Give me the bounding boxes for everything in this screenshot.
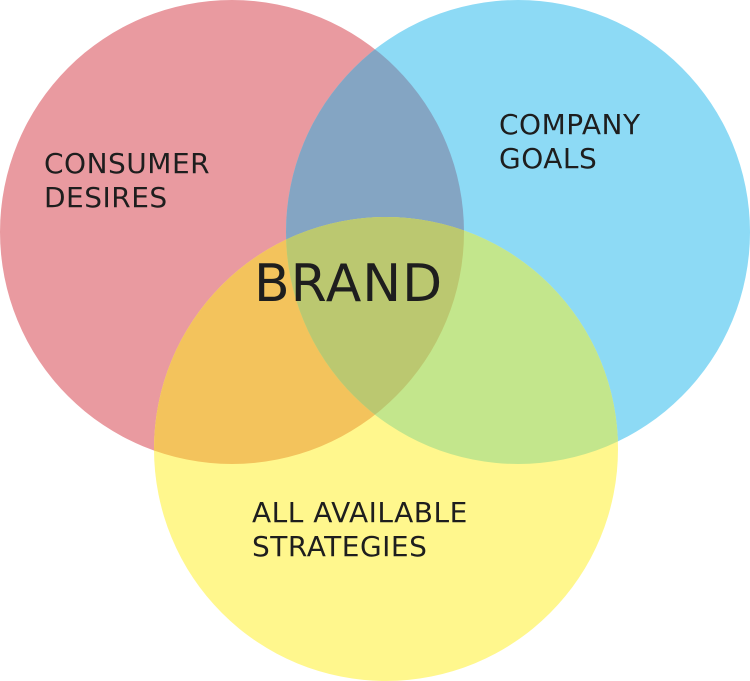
label-company-line-2: GOALS: [499, 142, 598, 176]
label-brand: BRAND: [254, 258, 443, 310]
label-company-goals: COMPANY GOALS: [499, 108, 641, 176]
label-strategies-line-2: STRATEGIES: [252, 530, 428, 564]
label-company-line-1: COMPANY: [499, 108, 641, 141]
label-consumer-desires: CONSUMER DESIRES: [44, 147, 210, 215]
label-brand-text: BRAND: [254, 254, 444, 314]
label-consumer-line-2: DESIRES: [44, 181, 168, 215]
label-strategies-line-1: ALL AVAILABLE: [252, 496, 468, 529]
label-consumer-line-1: CONSUMER: [44, 147, 211, 180]
label-all-available-strategies: ALL AVAILABLE STRATEGIES: [252, 496, 468, 564]
